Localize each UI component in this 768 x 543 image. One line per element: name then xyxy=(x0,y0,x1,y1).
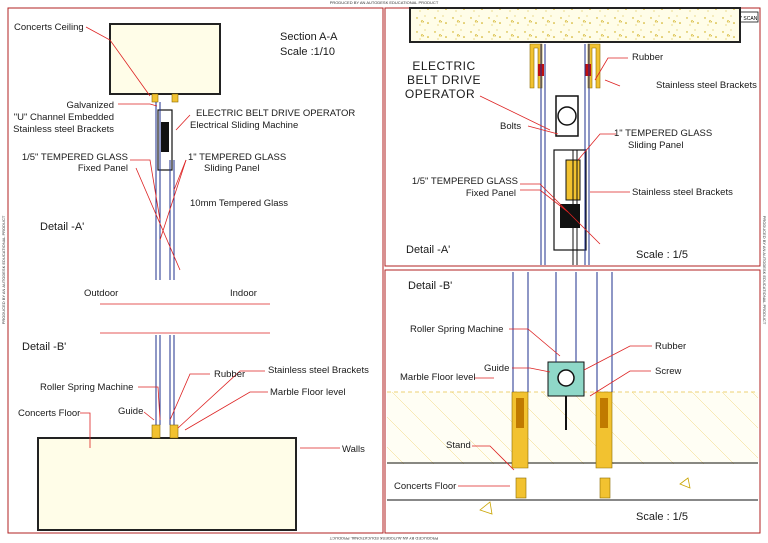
floor-slab xyxy=(37,437,297,531)
detail-b-stand-left xyxy=(515,477,527,499)
detail-b-label-roller: Roller Spring Machine xyxy=(410,324,503,335)
label-10mm-glass: 10mm Tempered Glass xyxy=(190,198,288,209)
label-stainless-brackets-a: Stainless steel Brackets xyxy=(13,124,114,135)
label-concerts-floor: Concerts Floor xyxy=(18,408,80,419)
detail-a-label-fixed-1: 1/5" TEMPERED GLASS xyxy=(412,176,518,187)
detail-b-label-marble: Marble Floor level xyxy=(400,372,476,383)
section-scale: Scale :1/10 xyxy=(280,46,335,58)
label-detail-b-ref: Detail -B' xyxy=(22,341,66,353)
label-sliding-machine: Electrical Sliding Machine xyxy=(190,120,298,131)
detail-a-operator-3: OPERATOR xyxy=(405,87,475,101)
label-guide: Guide xyxy=(118,406,143,417)
detail-a-bracket-left xyxy=(529,43,543,89)
label-fixed-glass-1: 1/5" TEMPERED GLASS xyxy=(22,152,128,163)
section-title: Section A-A xyxy=(280,31,338,43)
label-galvanized: Galvanized xyxy=(66,100,114,111)
detail-a-label-sliding-2: Sliding Panel xyxy=(628,140,683,151)
floor-bracket-left xyxy=(151,424,161,439)
detail-a-carrier xyxy=(553,149,587,251)
top-bracket-right xyxy=(171,93,179,103)
label-detail-a-ref: Detail -A' xyxy=(40,221,84,233)
top-banner: PRODUCED BY AN AUTODESK EDUCATIONAL PROD… xyxy=(330,0,439,5)
label-roller-spring: Roller Spring Machine xyxy=(40,382,133,393)
detail-a-label-bolts: Bolts xyxy=(500,121,521,132)
detail-a-label-stainless-2: Stainless steel Brackets xyxy=(632,187,733,198)
detail-b-label-stand: Stand xyxy=(446,440,471,451)
label-rubber: Rubber xyxy=(214,369,245,380)
operator-housing xyxy=(157,109,173,171)
left-side-banner: PRODUCED BY AN AUTODESK EDUCATIONAL PROD… xyxy=(1,215,6,324)
detail-b-marble-bed xyxy=(387,392,758,464)
detail-b-frame xyxy=(384,269,761,534)
detail-a-scale: Scale : 1/5 xyxy=(636,249,688,261)
section-frame xyxy=(7,7,384,534)
detail-b-label-guide: Guide xyxy=(484,363,509,374)
detail-b-label-screw: Screw xyxy=(655,366,682,377)
detail-a-label-fixed-2: Fixed Panel xyxy=(466,188,516,199)
label-indoor: Indoor xyxy=(230,288,257,299)
detail-a-operator-1: ELECTRIC xyxy=(412,59,475,73)
right-side-banner: PRODUCED BY AN AUTODESK EDUCATIONAL PROD… xyxy=(762,216,767,325)
label-sliding-glass-1: 1" TEMPERED GLASS xyxy=(188,152,286,163)
detail-b-label-rubber: Rubber xyxy=(655,341,686,352)
floor-bracket-right xyxy=(169,424,179,439)
detail-b-roller xyxy=(557,369,575,387)
ceiling-slab xyxy=(109,23,221,95)
detail-a-label-stainless: Stainless steel Brackets xyxy=(656,80,757,91)
drive-unit xyxy=(161,122,169,152)
label-operator: ELECTRIC BELT DRIVE OPERATOR xyxy=(196,108,355,119)
section-drawing xyxy=(37,23,340,531)
label-marble-floor: Marble Floor level xyxy=(270,387,346,398)
label-concerts-ceiling: Concerts Ceiling xyxy=(14,22,84,33)
label-outdoor: Outdoor xyxy=(84,288,118,299)
detail-b-scale: Scale : 1/5 xyxy=(636,511,688,523)
detail-b-drawing xyxy=(387,272,758,515)
bottom-banner: PRODUCED BY AN AUTODESK EDUCATIONAL PROD… xyxy=(329,536,438,541)
detail-a-roller xyxy=(555,95,579,137)
top-bracket-left xyxy=(151,93,159,103)
detail-a-ceiling xyxy=(409,7,741,43)
label-stainless-brackets-b: Stainless steel Brackets xyxy=(268,365,369,376)
detail-a-title: Detail -A' xyxy=(406,244,450,256)
detail-a-label-rubber: Rubber xyxy=(632,52,663,63)
detail-a-drawing xyxy=(409,7,741,265)
label-sliding-glass-2: Sliding Panel xyxy=(204,163,259,174)
detail-a-operator-2: BELT DRIVE xyxy=(407,73,481,87)
label-fixed-glass-2: Fixed Panel xyxy=(78,163,128,174)
label-walls: Walls xyxy=(342,444,365,455)
detail-b-label-floor: Concerts Floor xyxy=(394,481,456,492)
detail-b-stand-right xyxy=(599,477,611,499)
detail-a-label-sliding-1: 1" TEMPERED GLASS xyxy=(614,128,712,139)
detail-b-title: Detail -B' xyxy=(408,280,452,292)
label-u-channel: "U" Channel Embedded xyxy=(14,112,114,123)
